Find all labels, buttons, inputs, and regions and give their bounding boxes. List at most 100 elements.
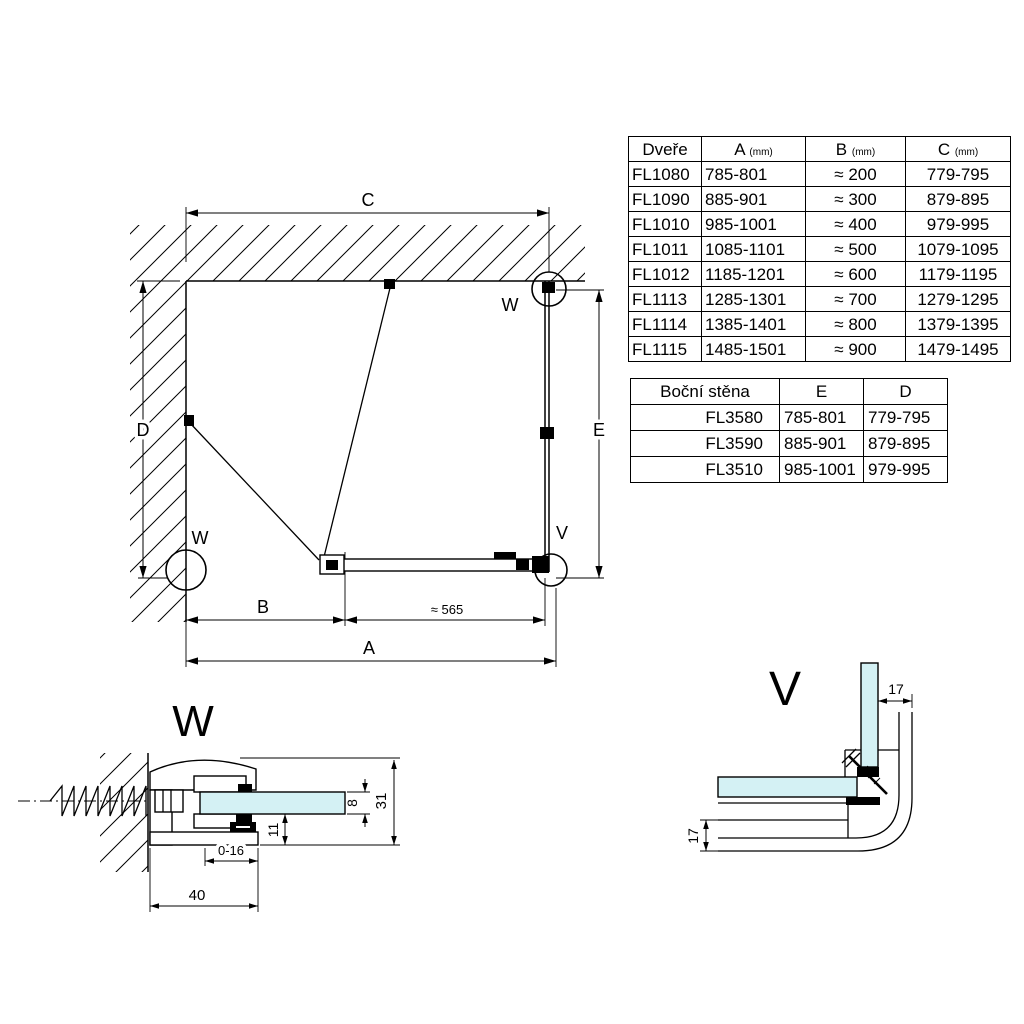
a-cell: 1385-1401 [701,311,806,337]
a-cell: 1285-1301 [701,286,806,312]
model-cell: FL1090 [628,186,702,212]
model-cell: FL1114 [628,311,702,337]
b-cell: ≈ 600 [805,261,906,287]
model-cell: FL3590 [630,430,780,457]
detail-v: V 17 17 [685,662,913,852]
wall-hinge-fitting [184,415,194,426]
post-inner-face [718,712,900,839]
e-cell: 985-1001 [779,456,864,483]
detail-v-ref-label: V [556,523,568,543]
model-cell: FL3580 [630,404,780,431]
table-row: FL3590 885-901 879-895 [630,430,948,457]
doors-header-b: B (mm) [805,136,906,162]
a-cell: 985-1001 [701,211,806,237]
corner-fitting [532,556,549,573]
dim-17-side-label: 17 [685,828,701,844]
b-cell: ≈ 700 [805,286,906,312]
table-row: FL3580 785-801 779-795 [630,404,948,431]
c-cell: 1179-1195 [905,261,1011,287]
doors-header-model: Dveře [628,136,702,162]
dim-range-label: 0-16 [218,843,244,858]
door-pivot-insert [326,560,338,570]
a-cell: 1085-1101 [701,236,806,262]
c-cell: 779-795 [905,161,1011,187]
plan-view: C D E B ≈ 565 A W W V [130,190,609,667]
doors-table: Dveře A (mm) B (mm) C (mm) FL1080 785-80… [628,136,1011,362]
table-row: FL1113 1285-1301 ≈ 700 1279-1295 [628,286,1011,312]
table-row: FL1090 885-901 ≈ 300 879-895 [628,186,1011,212]
corner-screw-shaft [848,755,888,795]
detail-w: W [18,697,400,912]
c-cell: 1079-1095 [905,236,1011,262]
extension-lines [137,207,604,667]
model-cell: FL1115 [628,336,702,362]
table-row: FL1114 1385-1401 ≈ 800 1379-1395 [628,311,1011,337]
top-hinge-fitting [384,279,395,289]
side-table-header-row: Boční stěna E D [630,378,948,405]
corner-screw-head [841,748,861,768]
detail-circle-w-top [531,271,567,307]
b-cell: ≈ 300 [805,186,906,212]
glass-panel-v-vertical [860,662,879,768]
post-outer-face [718,712,913,852]
wall-hatch-top [130,225,585,281]
detail-w-extension-lines [149,757,400,912]
a-cell: 885-901 [701,186,806,212]
table-row: FL1115 1485-1501 ≈ 900 1479-1495 [628,336,1011,362]
side-wall-table: Boční stěna E D FL3580 785-801 779-795 F… [630,378,948,483]
dim-d-label: D [137,420,150,440]
door-swing-lines [189,287,391,562]
model-cell: FL1011 [628,236,702,262]
e-cell: 885-901 [779,430,864,457]
b-cell: ≈ 500 [805,236,906,262]
dim-565-label: ≈ 565 [431,602,463,617]
dim-40-label: 40 [189,887,206,904]
c-cell: 1479-1495 [905,336,1011,362]
model-cell: FL1113 [628,286,702,312]
door-latch-part-2 [516,559,529,570]
a-cell: 1485-1501 [701,336,806,362]
model-cell: FL1080 [628,161,702,187]
dim-8-label: 8 [344,799,360,807]
detail-v-extension-lines [700,694,913,852]
b-cell: ≈ 400 [805,211,906,237]
side-header-e: E [779,378,864,405]
c-cell: 979-995 [905,211,1011,237]
model-cell: FL1012 [628,261,702,287]
d-cell: 879-895 [863,430,948,457]
model-cell: FL3510 [630,456,780,483]
b-cell: ≈ 200 [805,161,906,187]
table-row: FL1010 985-1001 ≈ 400 979-995 [628,211,1011,237]
c-cell: 879-895 [905,186,1011,212]
table-row: FL3510 985-1001 979-995 [630,456,948,483]
a-cell: 785-801 [701,161,806,187]
detail-circle-v [534,553,568,587]
doors-header-c: C (mm) [905,136,1011,162]
dim-b-label: B [257,597,269,617]
dim-17-top-label: 17 [888,681,904,697]
table-row: FL1011 1085-1101 ≈ 500 1079-1095 [628,236,1011,262]
corner-gasket-1 [857,767,879,777]
d-cell: 979-995 [863,456,948,483]
detail-circle-w-bottom [165,549,207,591]
door-latch-part-1 [494,552,516,559]
panel-top-bracket [542,282,555,293]
doors-table-header-row: Dveře A (mm) B (mm) C (mm) [628,136,1011,162]
screw-head-slots [162,790,172,812]
profile-bottom-arm [149,831,259,846]
table-row: FL1080 785-801 ≈ 200 779-795 [628,161,1011,187]
wall-hatch-left [130,281,186,622]
glass-panel-w [199,791,346,815]
a-cell: 1185-1201 [701,261,806,287]
b-cell: ≈ 900 [805,336,906,362]
side-header-model: Boční stěna [630,378,780,405]
detail-w-bottom-ref-label: W [192,528,209,548]
model-cell: FL1010 [628,211,702,237]
e-cell: 785-801 [779,404,864,431]
corner-screw-threads [861,765,881,785]
screw-head [154,789,184,813]
corner-gasket-2 [846,797,880,805]
d-cell: 779-795 [863,404,948,431]
